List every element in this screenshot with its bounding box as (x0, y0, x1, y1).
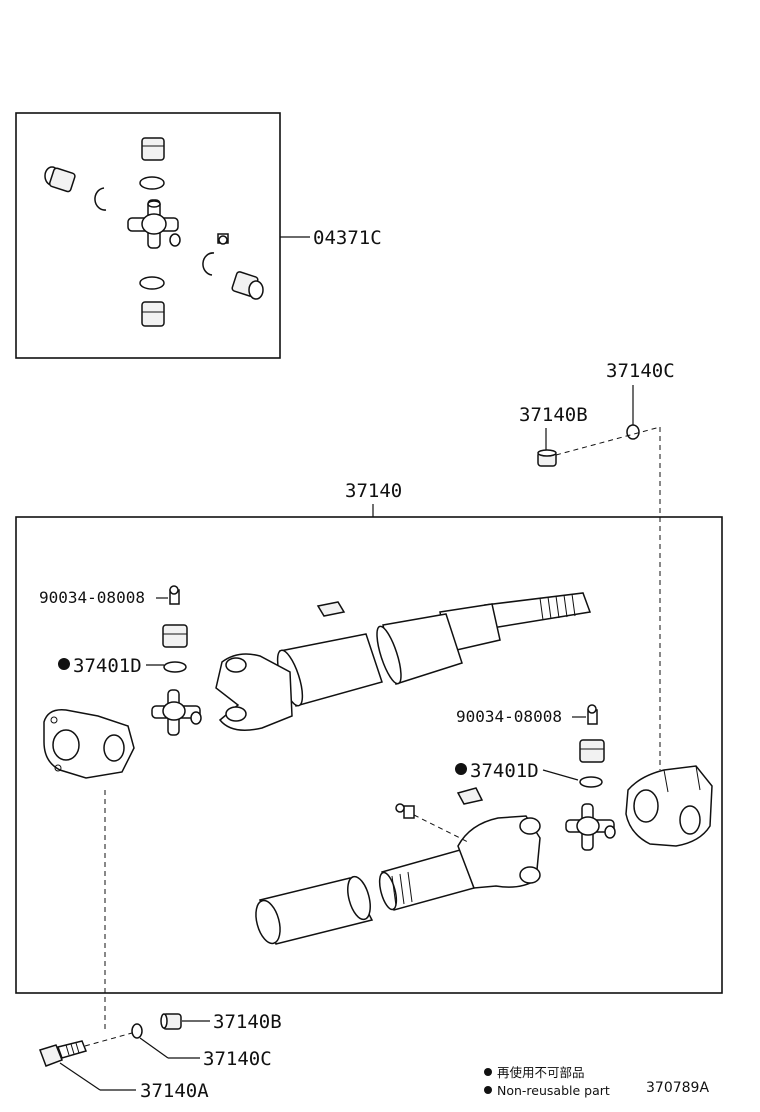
balance-weight-front (316, 601, 346, 617)
nut-bottom-label: 37140B (213, 1011, 282, 1033)
washer-bottom-label: 37140C (203, 1048, 272, 1070)
rear-propeller-shaft (255, 815, 541, 945)
rear-bearing-cup (579, 739, 605, 763)
bolt-bottom (39, 1040, 88, 1067)
non-reusable-dot-front (58, 658, 70, 670)
kit-box: 04371C (15, 112, 382, 359)
slip-yoke-fitting (395, 803, 415, 819)
rear-spider (565, 803, 616, 851)
legend-dot-en (484, 1086, 492, 1094)
bolt-bottom-label: 37140A (140, 1080, 209, 1102)
washer-top-label: 37140C (606, 360, 675, 382)
snap-ring-top (139, 176, 165, 190)
bolt-dash (84, 1032, 133, 1047)
nut-bottom (160, 1013, 182, 1030)
snap-ring-rear-leader (542, 769, 579, 781)
legend-non-reusable-en: Non-reusable part (497, 1083, 610, 1098)
front-bearing-cup (162, 624, 188, 648)
balance-weight-rear (456, 787, 484, 805)
legend: 再使用不可部品 Non-reusable part (484, 1065, 610, 1098)
bolt-bottom-leader-a (59, 1062, 101, 1091)
nut-top (537, 449, 557, 467)
rear-flange-yoke (625, 765, 713, 847)
rear-fitting-dash (413, 814, 469, 843)
washer-top (626, 424, 640, 440)
snap-ring-left (94, 187, 107, 211)
bearing-cup-bottom (141, 301, 165, 327)
grease-fitting-small (217, 233, 229, 245)
kit-part-number: 04371C (313, 227, 382, 249)
snap-ring-rear (579, 776, 603, 788)
illustration-code: 370789A (646, 1080, 709, 1096)
bearing-cup-right (231, 271, 264, 300)
spider-cross (127, 199, 181, 249)
front-flange-yoke (43, 709, 135, 779)
snap-ring-front (163, 661, 187, 673)
bearing-cup-left (44, 166, 76, 193)
snap-ring-front-label: 37401D (73, 655, 142, 677)
non-reusable-dot-rear (455, 763, 467, 775)
bottom-fasteners: 37140B 37140C 37140A (39, 1011, 282, 1102)
top-fasteners: 37140C 37140B (519, 360, 675, 770)
snap-ring-right (202, 252, 215, 276)
front-propeller-shaft (215, 592, 592, 731)
bearing-cup-top (141, 137, 165, 161)
grease-fitting-rear (587, 704, 598, 725)
legend-dot-ja (484, 1068, 492, 1076)
legend-non-reusable-ja: 再使用不可部品 (497, 1065, 585, 1080)
snap-ring-rear-label: 37401D (470, 760, 539, 782)
washer-bottom (131, 1023, 143, 1039)
top-dash-h (555, 426, 661, 456)
nut-top-label: 37140B (519, 404, 588, 426)
front-spider (151, 689, 202, 736)
snap-ring-bottom (139, 276, 165, 290)
grease-fitting-front-label: 90034-08008 (39, 588, 145, 607)
shaft-assy-frame (15, 516, 723, 994)
shaft-assy-label: 37140 (345, 480, 402, 502)
grease-fitting-front (169, 585, 180, 605)
grease-fitting-rear-label: 90034-08008 (456, 707, 562, 726)
washer-bottom-leader-a (139, 1037, 169, 1059)
kit-frame (15, 112, 281, 359)
